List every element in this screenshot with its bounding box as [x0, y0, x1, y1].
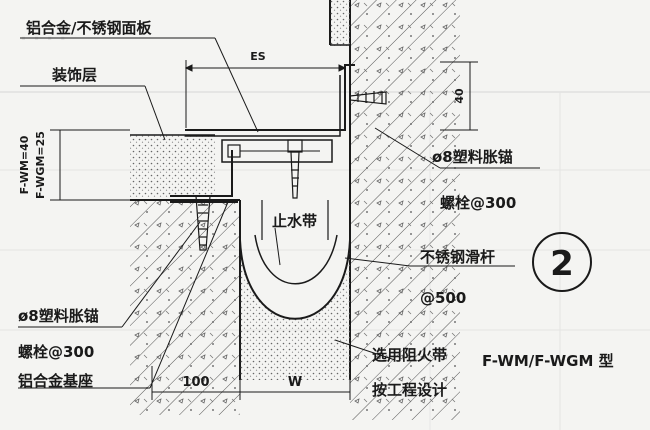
waterstop-belt — [239, 200, 351, 380]
label-decor: 装饰层 — [51, 66, 97, 84]
dim-w: W — [288, 375, 302, 390]
dim-wgm: F-WGM=25 — [34, 131, 47, 199]
dim-40: 40 — [453, 88, 466, 104]
label-bolt-left-line1: ø8塑料胀锚 — [18, 307, 99, 325]
right-wall — [329, 0, 460, 420]
detail-number: 2 — [550, 244, 574, 284]
label-base: 铝合金基座 — [18, 372, 93, 390]
left-slab — [130, 134, 241, 415]
anchor-bolt-left — [195, 195, 211, 251]
label-bolt-left-line2: 螺栓@300 — [18, 343, 94, 361]
dim-wm: F-WM=40 — [18, 135, 31, 194]
label-panel: 铝合金/不锈钢面板 — [26, 19, 152, 37]
label-waterstop: 止水带 — [272, 212, 317, 230]
dim-es: ES — [250, 50, 266, 63]
label-slide-rod-line1: 不锈钢滑杆 — [420, 248, 495, 266]
label-bolt-right-line1: ø8塑料胀锚 — [432, 148, 513, 166]
label-fire-line2: 按工程设计 — [372, 381, 447, 399]
label-fire-line1: 选用阻火带 — [372, 346, 447, 364]
detail-number-circle — [532, 232, 592, 292]
anchor-bolt-right-horizontal — [349, 91, 387, 105]
svg-text:. . . .: . . . . — [20, 24, 66, 45]
leader-lines — [18, 37, 540, 389]
decor-layer — [130, 135, 215, 197]
dimension-lines — [50, 60, 478, 400]
label-model: F-WM/F-WGM 型 — [482, 352, 614, 370]
cover-panel — [185, 64, 355, 163]
dim-100: 100 — [182, 375, 209, 390]
label-bolt-right-line2: 螺栓@300 — [440, 194, 516, 212]
aluminum-base — [170, 150, 238, 203]
anchor-bolt-right-vertical — [287, 139, 303, 199]
label-slide-rod-line2: @500 — [420, 289, 466, 307]
